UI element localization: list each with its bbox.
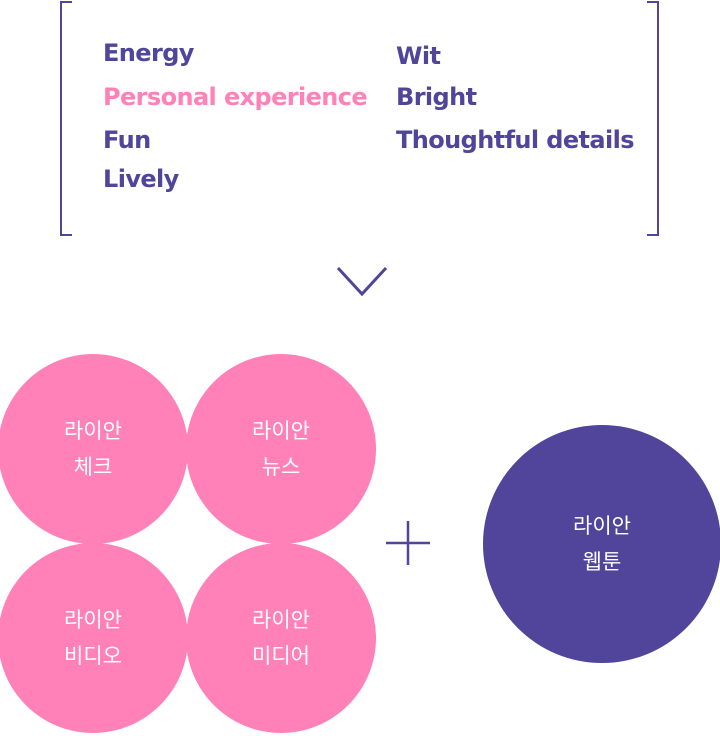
- plus-icon: [386, 521, 430, 565]
- keyword-personal-experience: Personal experience: [103, 83, 368, 111]
- circle-service-check: 라이안 체크: [0, 354, 188, 544]
- circle-label-line2: 웹툰: [582, 550, 622, 574]
- keyword-thoughtful-details: Thoughtful details: [396, 126, 635, 154]
- circle-label-line2: 비디오: [64, 644, 122, 668]
- circle-service-video: 라이안 비디오: [0, 543, 188, 733]
- keyword-wit: Wit: [396, 42, 441, 70]
- bracket-right: [647, 1, 659, 236]
- circle-label-line2: 체크: [73, 455, 113, 479]
- circle-label-line1: 라이안: [252, 419, 310, 443]
- keyword-energy: Energy: [103, 39, 194, 67]
- keyword-fun: Fun: [103, 126, 151, 154]
- chevron-down-icon: [336, 266, 388, 297]
- circle-label-line2: 미디어: [252, 644, 310, 668]
- keyword-bright: Bright: [396, 83, 477, 111]
- circle-service-media: 라이안 미디어: [186, 543, 376, 733]
- circle-label-line1: 라이안: [64, 419, 122, 443]
- circle-label-line1: 라이안: [64, 608, 122, 632]
- bracket-left: [60, 1, 72, 236]
- circle-label-line1: 라이안: [252, 608, 310, 632]
- circle-service-news: 라이안 뉴스: [186, 354, 376, 544]
- circle-service-webtoon: 라이안 웹툰: [483, 425, 720, 663]
- circle-label-line1: 라이안: [573, 514, 631, 538]
- keyword-lively: Lively: [103, 165, 179, 193]
- circle-label-line2: 뉴스: [261, 455, 301, 479]
